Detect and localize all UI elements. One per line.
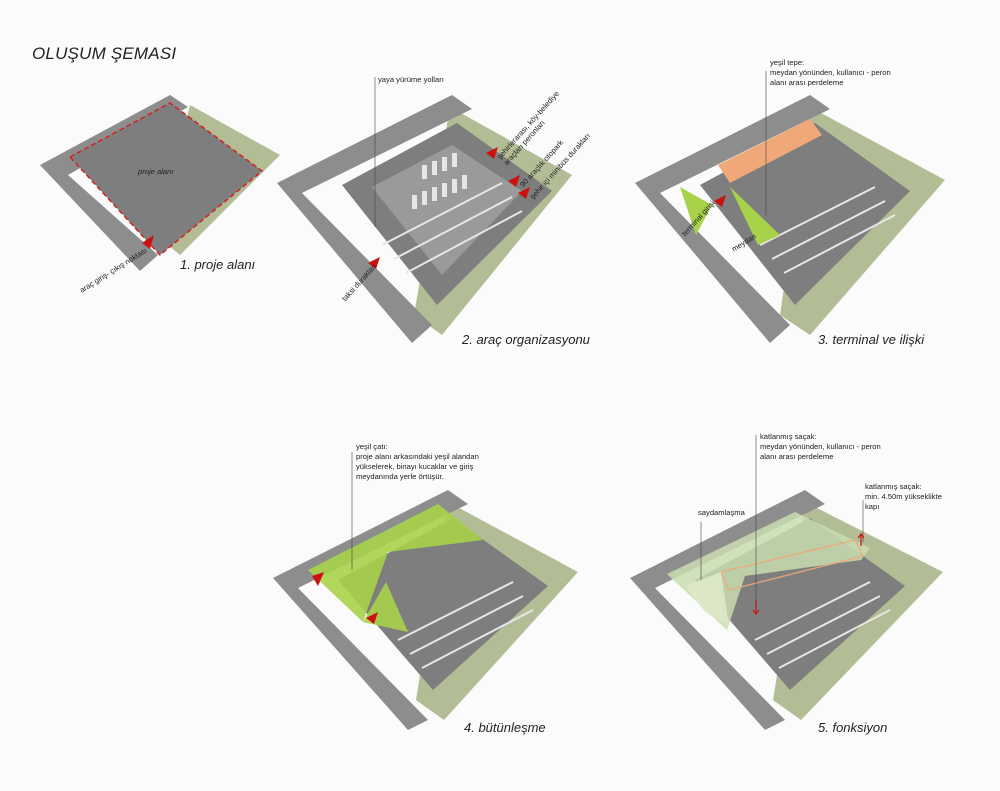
green-hill-2 — [680, 187, 712, 235]
translucent-panel — [685, 572, 729, 626]
arrow-up — [857, 533, 865, 546]
caption-panel-1: 1. proje alanı — [180, 257, 256, 272]
road-outline — [635, 95, 830, 343]
label-green-hill: yeşil tepe: meydan yönünden, kullanıcı -… — [770, 58, 891, 87]
arrow-1 — [312, 572, 324, 586]
label-transparency: saydamlaşma — [698, 508, 745, 517]
arrow-2 — [366, 612, 378, 624]
bus-bays — [754, 581, 891, 669]
label-folded-eave-2: katlanmış saçak: min. 4.50m yükseklikte … — [865, 482, 942, 511]
label-walkway: yaya yürüme yolları — [378, 75, 444, 84]
parking-stalls — [412, 153, 467, 209]
label-green-roof: yeşil çatı: proje alanı arkasındaki yeşi… — [356, 442, 479, 481]
label-folded-eave: katlanmış saçak: meydan yönünden, kullan… — [760, 432, 881, 461]
terminal-outline — [720, 539, 864, 591]
parking-lot — [338, 518, 548, 690]
road-outline — [277, 95, 472, 343]
bus-bays — [381, 182, 523, 274]
road-outline — [273, 490, 468, 730]
panel-1-site-diagram — [40, 95, 280, 271]
arrow-minibus — [518, 187, 530, 199]
arrow-entrance — [714, 195, 726, 207]
arrow-taxi — [368, 257, 380, 269]
panel-4-integration-diagram — [273, 452, 578, 730]
road-outline — [630, 490, 825, 730]
project-site — [70, 103, 262, 255]
green-roof — [308, 504, 483, 622]
caption-panel-3: 3. terminal ve ilişki — [818, 332, 925, 347]
panel-5-function-diagram — [630, 435, 943, 730]
panel-2-vehicle-diagram — [277, 77, 572, 343]
caption-panel-4: 4. bütünleşme — [464, 720, 546, 735]
bus-bays — [397, 581, 534, 669]
inner-court — [372, 145, 522, 275]
entry-arrow — [142, 235, 154, 249]
site-boundary — [68, 102, 264, 257]
terminal-block — [718, 119, 822, 183]
arrow-intercity — [486, 147, 498, 159]
label-project-site: proje alanı — [138, 167, 174, 176]
caption-panel-5: 5. fonksiyon — [818, 720, 888, 735]
arrow-down — [752, 600, 760, 615]
panel-3-terminal-diagram — [635, 71, 945, 343]
green-hill-1 — [730, 187, 780, 245]
arrow-carpark — [508, 175, 520, 187]
caption-panel-2: 2. araç organizasyonu — [462, 332, 590, 347]
page-title: OLUŞUM ŞEMASI — [32, 44, 177, 63]
